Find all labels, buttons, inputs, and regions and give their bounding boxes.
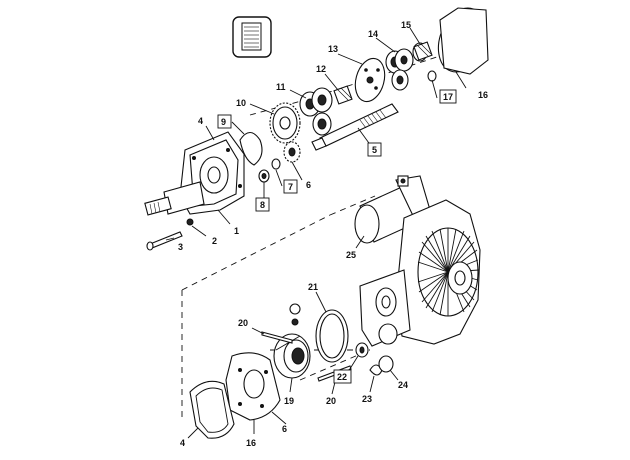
- callout-2: 2: [212, 236, 217, 246]
- thrust-washer: [239, 131, 263, 166]
- small-plug: [289, 303, 301, 326]
- callout-4-upper: 4: [198, 116, 203, 126]
- callout-6-upper: 6: [306, 180, 311, 190]
- mounting-bolt: [146, 231, 183, 251]
- carrier-plate: [354, 57, 386, 103]
- callout-8: 8: [260, 200, 265, 210]
- callout-23: 23: [362, 394, 372, 404]
- callout-9: 9: [221, 117, 226, 127]
- manual-book-icon: [232, 16, 272, 58]
- callout-16-upper: 16: [478, 90, 488, 100]
- planet-gears-upper: [385, 41, 437, 91]
- finned-housing: [359, 199, 481, 347]
- callout-14: 14: [368, 29, 378, 39]
- callout-20-lower: 20: [326, 396, 336, 406]
- callout-21: 21: [308, 282, 318, 292]
- callout-25: 25: [346, 250, 356, 260]
- output-shaft: [311, 103, 399, 151]
- callout-22: 22: [337, 372, 347, 382]
- callout-labels: 1 2 3 4 4 5 6 6 7 8 9 10 11 12 13 14 15 …: [178, 20, 488, 448]
- gasket: [189, 380, 235, 439]
- small-washers: [258, 158, 281, 183]
- large-spur-gear: [269, 102, 301, 163]
- gearbox-housing: [144, 131, 245, 226]
- callout-17: 17: [443, 92, 453, 102]
- callout-16-lower: 16: [246, 438, 256, 448]
- callout-1: 1: [234, 226, 239, 236]
- small-washer-22: [355, 342, 369, 358]
- rotor-disc: [273, 333, 311, 379]
- cap-parts: [369, 355, 394, 376]
- ring-gear-housing: [437, 7, 489, 75]
- callout-4-lower: 4: [180, 438, 185, 448]
- callout-10: 10: [236, 98, 246, 108]
- callout-12: 12: [316, 64, 326, 74]
- callout-3: 3: [178, 242, 183, 252]
- callout-15: 15: [401, 20, 411, 30]
- callout-11: 11: [276, 82, 286, 92]
- end-plate: [225, 352, 281, 421]
- seal-ring: [315, 309, 349, 363]
- callout-20-upper: 20: [238, 318, 248, 328]
- callout-19: 19: [284, 396, 294, 406]
- callout-13: 13: [328, 44, 338, 54]
- boxed-callout-frames: [217, 89, 457, 384]
- callout-24: 24: [398, 380, 408, 390]
- callout-6-lower: 6: [282, 424, 287, 434]
- callout-7: 7: [288, 182, 293, 192]
- callout-5: 5: [372, 145, 377, 155]
